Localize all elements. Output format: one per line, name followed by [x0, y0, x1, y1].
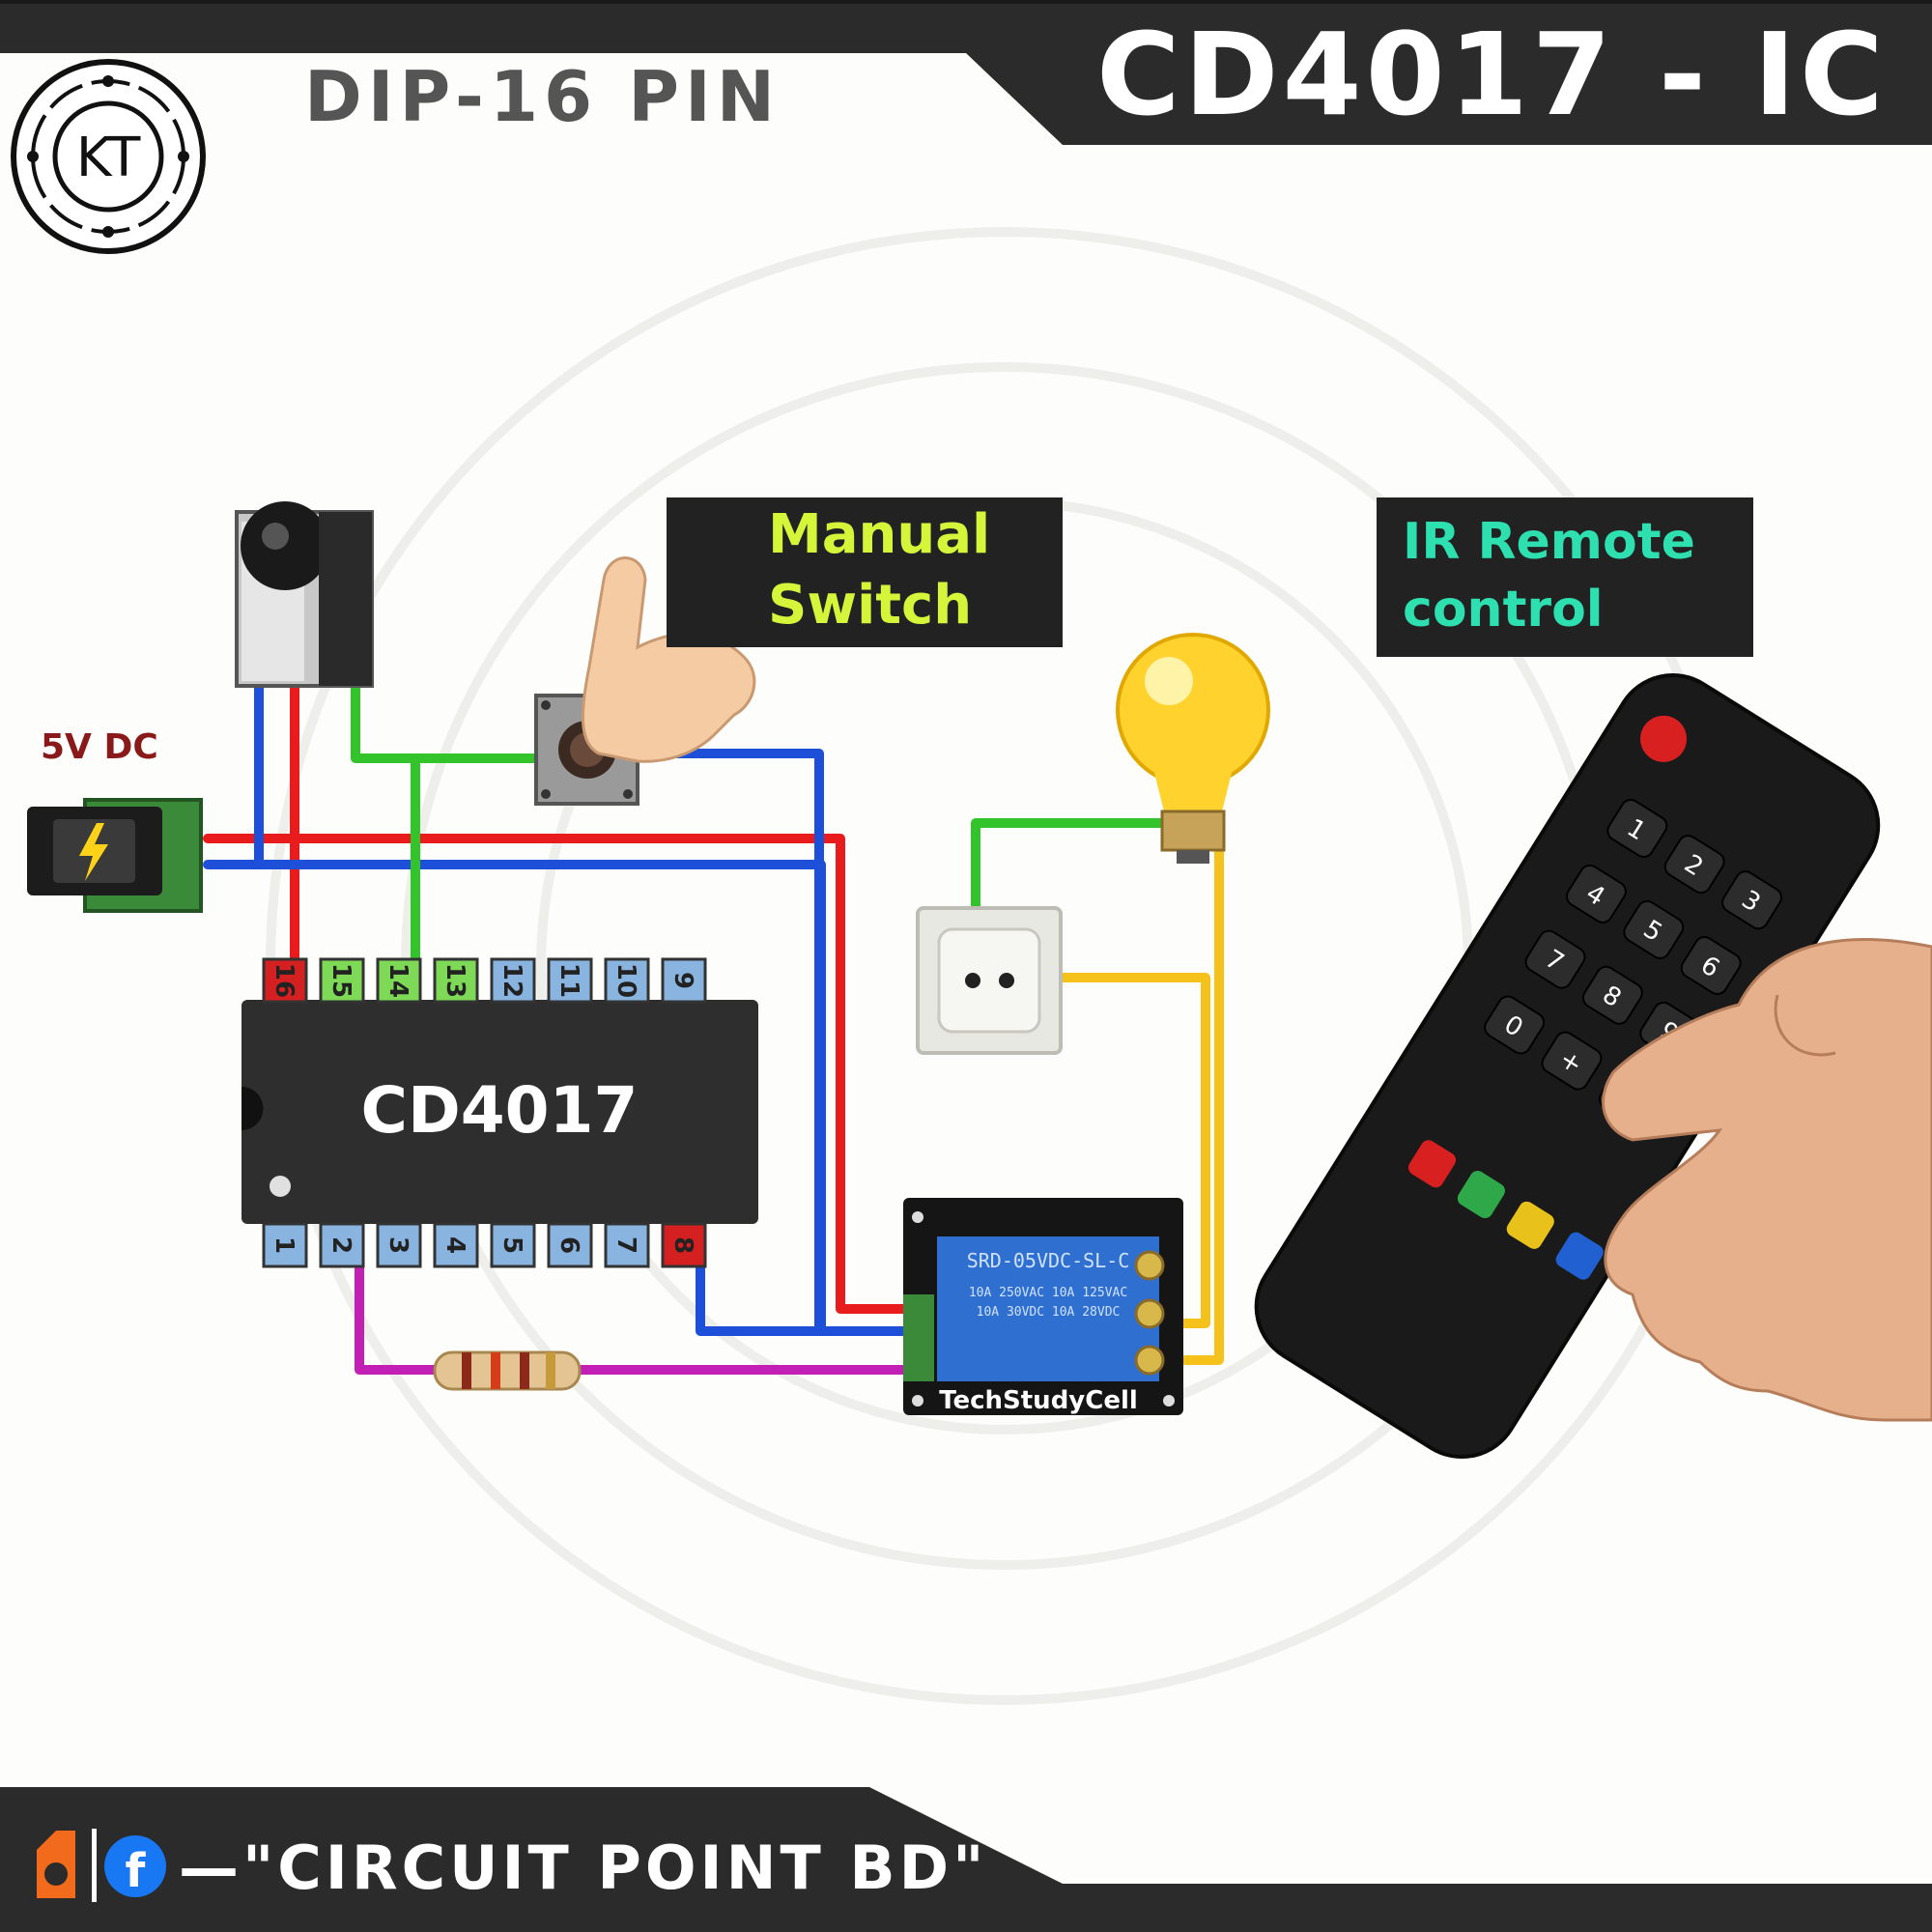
ic-pin-4 [433, 1222, 479, 1268]
resistor [433, 1350, 582, 1391]
ic-cd4017: CD4017 [242, 1000, 758, 1224]
ic-pin-label-11: 11 [554, 963, 583, 998]
remote-key [1541, 1031, 1603, 1091]
remote-key [1524, 929, 1586, 989]
relay-model: SRD-05VDC-SL-C [967, 1249, 1130, 1272]
footer-bar [0, 1787, 1932, 1932]
ic-pin-5 [490, 1222, 536, 1268]
remote-key [1606, 798, 1668, 859]
remote-key [1484, 995, 1546, 1055]
wire-blue-pin8 [696, 1261, 908, 1336]
ic-pin-label-8: 8 [668, 1236, 697, 1254]
ic-pin-label-5: 5 [497, 1236, 526, 1254]
power-label: 5V DC [41, 727, 158, 767]
ic-pin-label-9: 9 [668, 972, 697, 989]
ic-top-pins: 16 15 14 13 12 11 10 9 [262, 957, 707, 1004]
footer-brand: —"CIRCUIT POINT BD" [179, 1833, 987, 1903]
ic-pin-label-6: 6 [554, 1236, 583, 1254]
ir-receiver [235, 501, 374, 688]
header-title: CD4017 - IC [1096, 8, 1888, 141]
footer: f —"CIRCUIT POINT BD" [0, 1787, 1932, 1932]
ir-remote-label: IR Remote control [1377, 497, 1753, 657]
wire-purple [355, 1261, 908, 1375]
ic-pin-label-4: 4 [440, 1236, 469, 1254]
ic-pin-11 [547, 957, 593, 1004]
header-subtitle: DIP-16 PIN [304, 56, 781, 137]
ic-pin-label-14: 14 [384, 963, 412, 998]
ic-pin-label-3: 3 [384, 1236, 412, 1254]
remote-key [1623, 899, 1685, 959]
relay-rating2: 10A 30VDC 10A 28VDC [977, 1305, 1121, 1320]
wire-green-clock [351, 683, 546, 763]
wires [203, 683, 1224, 1375]
remote-key [1663, 835, 1725, 895]
kt-logo: KT [11, 59, 206, 254]
header-stripe [0, 0, 1932, 4]
ic-pin-1 [262, 1222, 308, 1268]
lightning-icon [79, 823, 108, 881]
ic-pin-label-12: 12 [497, 963, 526, 998]
facebook-icon [104, 1835, 166, 1897]
ic-label: CD4017 [361, 1073, 639, 1148]
ic-pin-label-10: 10 [611, 963, 640, 998]
remote-key [1721, 870, 1783, 930]
ic-pin-label-13: 13 [440, 963, 469, 998]
ir-remote-control: 1234567890+− [1254, 673, 1881, 1460]
ic-pin-label-7: 7 [611, 1236, 640, 1254]
ic-bottom-pins: 1 2 3 4 5 6 7 8 [262, 1222, 707, 1268]
remote-keypad: 1234567890+− [1484, 798, 1783, 1126]
facebook-icon-letter: f [126, 1844, 147, 1898]
ic-pin-9 [661, 957, 707, 1004]
ic-pin-2 [319, 1222, 365, 1268]
light-bulb-icon [1116, 633, 1270, 864]
ic-pin-13 [433, 957, 479, 1004]
ic-pin-label-15: 15 [327, 963, 355, 998]
app-logo-icon [37, 1831, 75, 1898]
ir-remote-line2: control [1403, 581, 1604, 639]
wall-socket [916, 906, 1063, 1055]
logo-text: KT [76, 127, 141, 189]
ic-pin-14 [376, 957, 422, 1004]
ic-pin-15 [319, 957, 365, 1004]
wire-red-power [203, 834, 908, 1314]
ic-pin-label-2: 2 [327, 1236, 355, 1254]
ic-pin-16 [262, 957, 308, 1004]
remote-key [1565, 864, 1627, 923]
ic-pin-8 [661, 1222, 707, 1268]
wire-blue-switch [633, 749, 824, 1336]
manual-switch-line2: Switch [768, 574, 972, 637]
ic-pin-label-1: 1 [270, 1236, 298, 1254]
header: DIP-16 PIN CD4017 - IC [0, 0, 1932, 145]
manual-switch-line1: Manual [768, 503, 990, 566]
footer-divider [92, 1829, 97, 1902]
ic-pin-label-16: 16 [270, 963, 298, 998]
remote-power-button [1640, 715, 1688, 762]
ic-pin-7 [604, 1222, 650, 1268]
ir-remote-line1: IR Remote [1403, 513, 1695, 571]
remote-key [1581, 965, 1643, 1025]
relay-rating1: 10A 250VAC 10A 125VAC [969, 1286, 1127, 1300]
dc-power-jack: 5V DC [27, 727, 203, 913]
header-bar [0, 0, 1932, 145]
manual-switch-label: Manual Switch [667, 497, 1063, 647]
ic-pin-6 [547, 1222, 593, 1268]
ic-pin-3 [376, 1222, 422, 1268]
ic-pin-12 [490, 957, 536, 1004]
ic-pin-10 [604, 957, 650, 1004]
relay-brand: TechStudyCell [939, 1386, 1138, 1415]
hand-holding-remote [1602, 938, 1932, 1422]
relay-module: SRD-05VDC-SL-C 10A 250VAC 10A 125VAC 10A… [903, 1198, 1183, 1415]
remote-key [1680, 936, 1742, 996]
